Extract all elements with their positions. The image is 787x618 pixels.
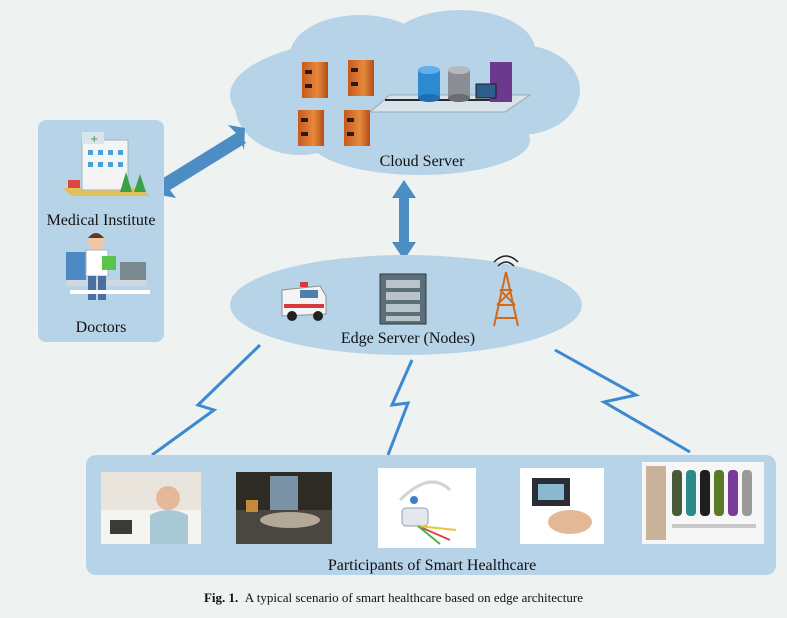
cloud-shape bbox=[230, 10, 580, 175]
handheld-device-photo bbox=[520, 468, 604, 544]
sensor-device-photo bbox=[378, 468, 476, 548]
figure-number: Fig. 1. bbox=[203, 590, 239, 605]
rack-server-icon bbox=[379, 273, 427, 325]
medical-panel bbox=[38, 120, 164, 342]
server-icon bbox=[298, 110, 324, 146]
wristbands-photo bbox=[642, 462, 764, 544]
doctor-icon bbox=[66, 233, 150, 300]
ambulance-icon bbox=[281, 282, 327, 321]
sleeping-person-photo bbox=[236, 472, 332, 544]
doctors-label: Doctors bbox=[76, 319, 127, 336]
lightning-icon bbox=[386, 359, 414, 456]
database-icon bbox=[448, 66, 470, 102]
hospital-icon: + bbox=[62, 132, 150, 196]
lightning-icon bbox=[151, 343, 262, 457]
participants-label: Participants of Smart Healthcare bbox=[328, 557, 536, 574]
computer-icon bbox=[475, 62, 512, 102]
patient-photo bbox=[101, 472, 201, 544]
figure-caption: Fig. 1. A typical scenario of smart heal… bbox=[0, 590, 787, 606]
database-icon bbox=[418, 66, 440, 102]
cloud-server-label: Cloud Server bbox=[380, 153, 466, 170]
server-icon bbox=[348, 60, 374, 96]
edge-server-label: Edge Server (Nodes) bbox=[341, 330, 475, 347]
svg-text:+: + bbox=[90, 134, 98, 145]
arrow-cloud-medical bbox=[160, 125, 246, 198]
lightning-icon bbox=[554, 348, 691, 454]
figure-caption-text: A typical scenario of smart healthcare b… bbox=[244, 590, 583, 605]
server-icon bbox=[302, 62, 328, 98]
medical-institute-label: Medical Institute bbox=[47, 212, 156, 229]
server-icon bbox=[344, 110, 370, 146]
arrow-cloud-edge bbox=[392, 180, 416, 260]
antenna-tower-icon bbox=[493, 255, 519, 327]
